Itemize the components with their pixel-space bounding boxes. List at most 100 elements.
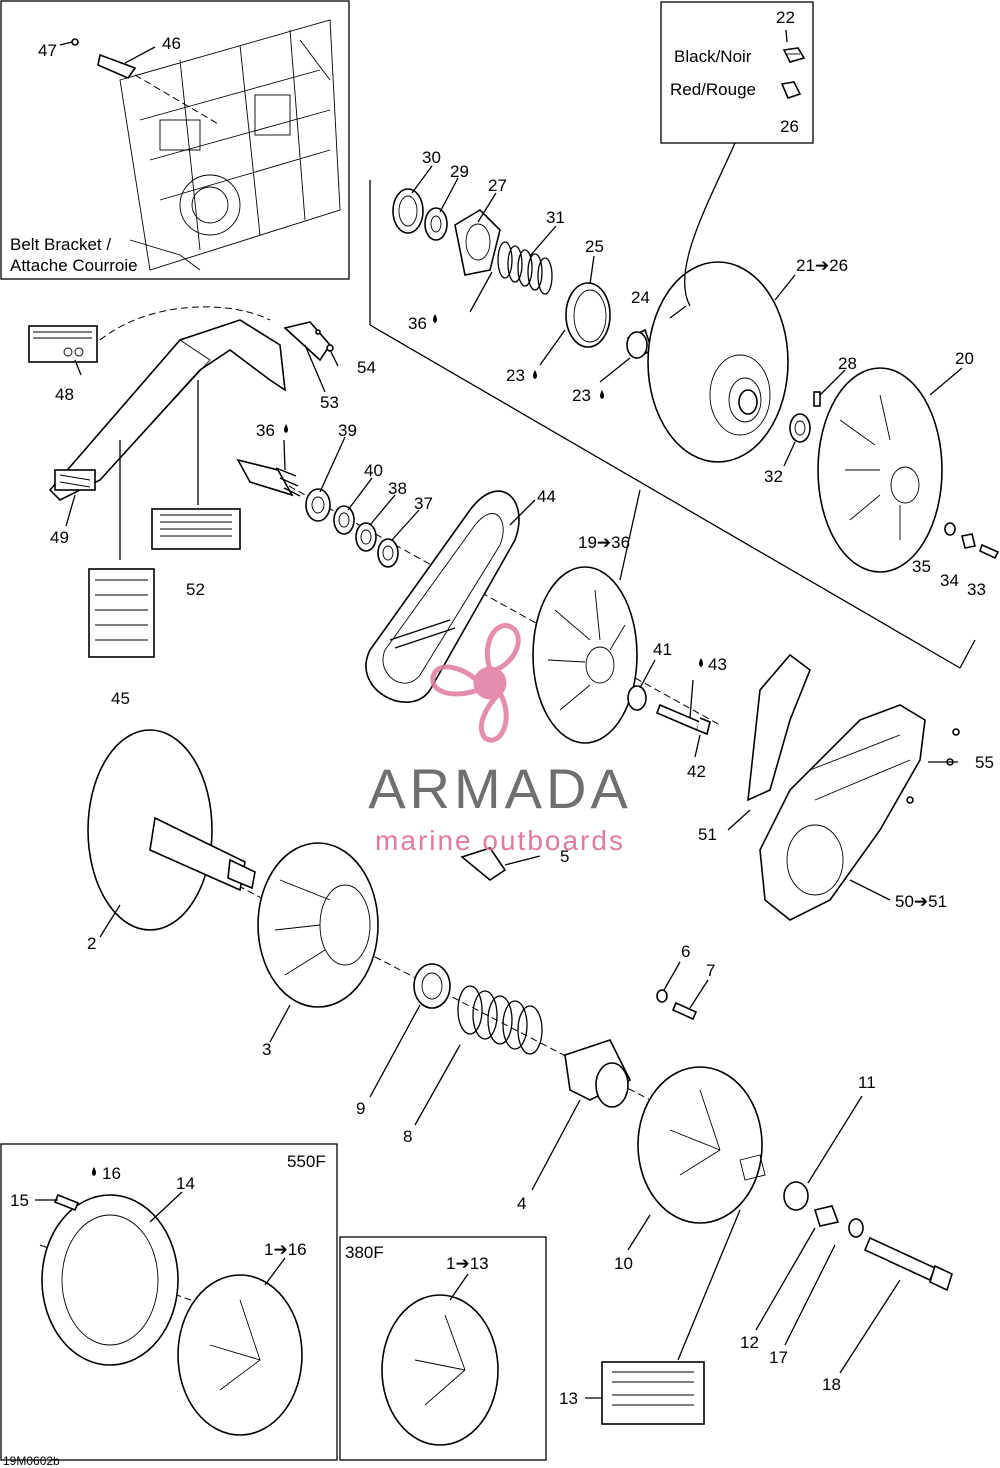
- cover-50: [759, 704, 926, 921]
- callout-11: 11: [858, 1073, 876, 1092]
- washer-29: [424, 207, 448, 241]
- screw-7: [671, 1001, 698, 1021]
- callout-32: 32: [764, 467, 783, 486]
- sliding-sheave-3: [257, 842, 379, 1008]
- callout-18: 18: [822, 1375, 841, 1394]
- callout-24: 24: [631, 288, 650, 307]
- leader-lines: [35, 41, 963, 1399]
- callout-36-left: 36: [256, 421, 275, 440]
- belt-bracket-frame-sketch: [71, 19, 341, 271]
- callout-16: 16: [102, 1164, 121, 1183]
- callout-39: 39: [338, 421, 357, 440]
- callout-2: 2: [87, 934, 96, 953]
- callout-55: 55: [975, 753, 994, 772]
- callout-6: 6: [681, 942, 690, 961]
- bolt-42: [655, 703, 711, 736]
- callout-47: 47: [38, 41, 57, 60]
- washer-11: [783, 1181, 809, 1211]
- footer-code: 19M0602b: [3, 1454, 60, 1468]
- drop-icon: [433, 314, 437, 323]
- callout-48: 48: [55, 385, 74, 404]
- belt-bracket-inset-frame: [0, 0, 350, 280]
- lubricant-drop-icons: [92, 314, 703, 1176]
- callout-3: 3: [262, 1040, 271, 1059]
- callout-13: 13: [559, 1389, 578, 1408]
- callout-38: 38: [388, 479, 407, 498]
- cover-10: [637, 1066, 766, 1224]
- callout-20: 20: [955, 349, 974, 368]
- callout-34: 34: [940, 571, 959, 590]
- callout-26: 26: [780, 117, 799, 136]
- model-380-label: 380F: [345, 1243, 384, 1262]
- spider-4: [564, 1039, 632, 1108]
- watermark-tagline: marine outboards: [375, 825, 625, 856]
- red-cap-label: Red/Rouge: [670, 80, 756, 99]
- drop-icon: [284, 424, 288, 433]
- slider-28: [813, 391, 821, 407]
- washer-40: [333, 505, 355, 535]
- callout-21-26: 21➔26: [796, 256, 848, 275]
- callout-33: 33: [967, 580, 986, 599]
- black-cap-label: Black/Noir: [674, 47, 752, 66]
- drop-icon: [699, 658, 703, 667]
- callout-19-36: 19➔36: [578, 533, 630, 552]
- belt-bracket-title-fr: Attache Courroie: [10, 256, 138, 275]
- callout-51: 51: [698, 825, 717, 844]
- washer-41: [627, 685, 647, 711]
- gasket-51: [747, 653, 811, 802]
- drive-pulley-380: [381, 1294, 499, 1446]
- callout-22: 22: [776, 8, 795, 27]
- callout-1-13: 1➔13: [446, 1254, 489, 1273]
- callout-36-top: 36: [408, 314, 427, 333]
- callout-44: 44: [537, 487, 556, 506]
- model-550-inset-frame: [0, 1143, 338, 1461]
- callout-4: 4: [517, 1194, 526, 1213]
- washer-39: [305, 488, 331, 522]
- callout-28: 28: [838, 354, 857, 373]
- belt-guard-49: [48, 319, 286, 501]
- callout-29: 29: [450, 162, 469, 181]
- drop-icon: [533, 370, 537, 379]
- callout-14: 14: [176, 1174, 195, 1193]
- callout-42: 42: [687, 762, 706, 781]
- callout-49: 49: [50, 528, 69, 547]
- nut-12: [813, 1205, 840, 1227]
- model-380-inset-frame: [339, 1236, 547, 1461]
- drive-pulley-550: [177, 1274, 303, 1436]
- callout-41: 41: [653, 640, 672, 659]
- cap-color-inset-frame: [660, 1, 814, 144]
- driven-pulley-19: [532, 566, 638, 744]
- callout-10: 10: [614, 1254, 633, 1273]
- shaft-36: [236, 458, 301, 497]
- washer-17: [848, 1218, 864, 1238]
- decal-48: [28, 325, 98, 363]
- callout-35: 35: [912, 557, 931, 576]
- screw-33: [979, 543, 1000, 560]
- callout-9: 9: [356, 1099, 365, 1118]
- callout-40: 40: [364, 461, 383, 480]
- instruction-decal-45: [88, 568, 155, 658]
- callout-52: 52: [186, 580, 205, 599]
- spring-31: [497, 241, 553, 295]
- belt-bracket-title-en: Belt Bracket /: [10, 235, 111, 254]
- callout-27: 27: [488, 176, 507, 195]
- sliding-sheave-21: [647, 261, 789, 463]
- callout-30: 30: [422, 148, 441, 167]
- drop-icon: [92, 1167, 96, 1176]
- warning-decal-52: [151, 508, 241, 550]
- spring-retainer-30: [392, 188, 424, 234]
- drop-icon: [600, 390, 604, 399]
- fixed-sheave-2: [87, 729, 256, 931]
- drive-belt-44: [365, 490, 520, 703]
- callout-50-51: 50➔51: [895, 892, 947, 911]
- callout-7: 7: [706, 961, 715, 980]
- callout-5: 5: [560, 847, 569, 866]
- screw-55: [906, 728, 960, 804]
- propeller-logo-icon: [430, 623, 521, 743]
- bolt-18: [863, 1236, 953, 1292]
- washer-6: [656, 989, 668, 1003]
- ring-gear-14: [41, 1194, 179, 1366]
